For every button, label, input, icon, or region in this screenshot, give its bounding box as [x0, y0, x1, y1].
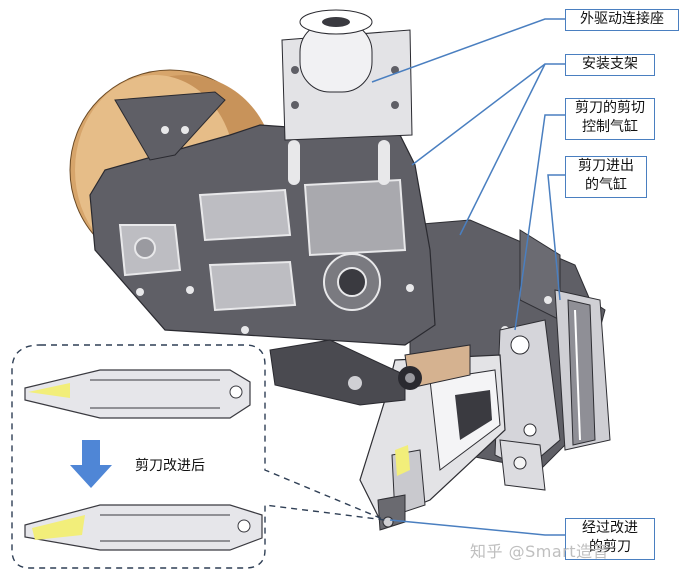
label-feed-cylinder-line1: 剪刀进出 [578, 158, 634, 174]
label-feed-cylinder: 剪刀进出 的气缸 [565, 156, 647, 198]
original-scissors-illustration [24, 369, 251, 419]
improvement-arrow [70, 440, 112, 488]
label-cut-control-cylinder: 剪刀的剪切 控制气缸 [565, 98, 655, 140]
label-improved-scissors: 经过改进 的剪刀 [565, 518, 655, 560]
label-external-drive-seat: 外驱动连接座 [565, 9, 679, 31]
inset-after-improvement-label: 剪刀改进后 [135, 458, 205, 474]
main-plate [89, 124, 436, 346]
external-drive-seat [281, 9, 413, 141]
linkage [269, 339, 471, 406]
sector-plate [114, 91, 226, 161]
improved-scissors-illustration [24, 504, 263, 551]
feed-cylinder [554, 289, 611, 451]
label-feed-cylinder-line2: 的气缸 [585, 177, 627, 193]
label-cut-control-cylinder-line2: 控制气缸 [582, 119, 638, 135]
cut-control-cylinder [494, 319, 561, 491]
label-mounting-bracket: 安装支架 [565, 54, 655, 76]
inset-region [11, 344, 386, 569]
label-improved-scissors-line1: 经过改进 [582, 520, 638, 536]
label-cut-control-cylinder-line1: 剪刀的剪切 [575, 100, 645, 116]
callout-lines [371, 18, 565, 536]
label-improved-scissors-line2: 的剪刀 [589, 539, 631, 555]
watermark: 知乎 @Smart造音 [470, 542, 609, 561]
